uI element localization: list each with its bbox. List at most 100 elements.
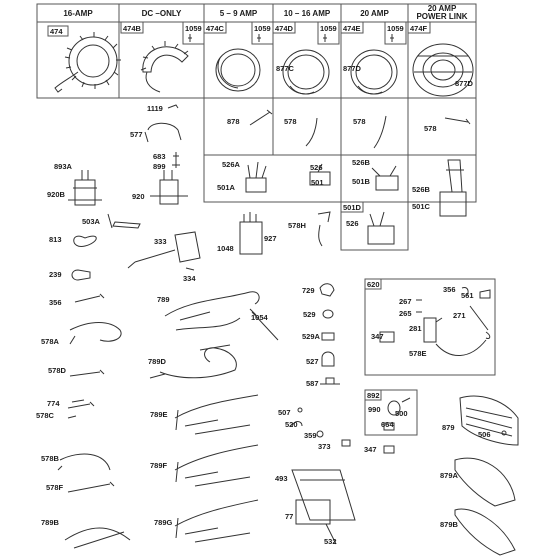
part-label-1059d: 1059	[387, 24, 404, 33]
part-label-529a: 529A	[302, 332, 320, 341]
regulator-501-art	[310, 172, 330, 185]
header-20-amp: 20 AMP	[360, 9, 389, 18]
part-label-474c: 474C	[206, 24, 224, 33]
part-label-877c: 877C	[276, 64, 294, 73]
part-label-789e: 789E	[150, 410, 168, 419]
switch-500-art	[402, 398, 410, 402]
regulator-501-wires	[318, 164, 322, 172]
shield-879b-art	[455, 509, 515, 555]
part-label-373: 373	[318, 442, 331, 451]
part-label-578e: 578E	[409, 349, 427, 358]
part-label-892: 892	[367, 391, 380, 400]
part-561-art	[480, 290, 490, 298]
part-label-1119: 1119	[147, 104, 163, 113]
stator-474e-art	[351, 50, 397, 94]
label-box-474f	[408, 22, 430, 33]
harness-789e-art	[175, 395, 258, 434]
header-5-9-amp: 5 – 9 AMP	[219, 9, 258, 18]
part-label-789f: 789F	[150, 461, 168, 470]
lead-578c-left-art	[68, 402, 94, 418]
part-label-532: 532	[324, 537, 337, 546]
part-label-587: 587	[306, 379, 319, 388]
part-label-789b: 789B	[41, 518, 59, 527]
part-label-893a: 893A	[54, 162, 72, 171]
part-label-1059a: 1059	[185, 24, 202, 33]
regulator-501b-art	[376, 176, 398, 190]
part-label-265: 265	[399, 309, 412, 318]
lead-578a-art	[306, 118, 317, 146]
lead-578b-art	[58, 454, 110, 470]
part-label-347-b: 347	[364, 445, 377, 454]
rectifier-333-art	[128, 232, 200, 268]
part-label-526-b: 526	[346, 219, 359, 228]
part-label-578f: 578F	[46, 483, 64, 492]
part-label-520: 520	[285, 420, 298, 429]
part-label-347-a: 347	[371, 332, 384, 341]
shield-879-art	[460, 396, 518, 445]
lead-578b-art	[374, 116, 386, 148]
part-label-356-b: 356	[443, 285, 456, 294]
lead-356-art	[75, 294, 104, 302]
harness-789g-art	[175, 500, 258, 542]
label-box-474	[48, 26, 68, 36]
lead-578h-art	[318, 212, 330, 246]
part-label-526b-a: 526B	[352, 158, 370, 167]
part-267-265-art	[416, 300, 422, 312]
header-20-amp-power-link-line2: POWER LINK	[416, 12, 468, 21]
part-label-774: 774	[47, 399, 60, 408]
part-label-474e: 474E	[343, 24, 361, 33]
part-label-281: 281	[409, 324, 422, 333]
part-label-506: 506	[478, 430, 491, 439]
part-label-77: 77	[285, 512, 294, 521]
bracket-493-art	[292, 470, 355, 520]
header-10-16-amp: 10 – 16 AMP	[283, 9, 331, 18]
part-label-526a: 526A	[222, 160, 240, 169]
part-label-474: 474	[50, 27, 63, 36]
part-label-356-a: 356	[49, 298, 62, 307]
solenoid-920-art	[150, 170, 188, 204]
part-label-501: 501	[311, 178, 324, 187]
nut-506-art	[502, 431, 506, 435]
header-16-amp: 16-AMP	[63, 9, 93, 18]
grommet-529-art	[323, 310, 333, 318]
regulator-501d-frame	[341, 202, 408, 250]
part-label-501b: 501B	[352, 177, 370, 186]
part-label-920b: 920B	[47, 190, 65, 199]
part-label-474f: 474F	[410, 24, 428, 33]
part-578e-art	[436, 340, 486, 356]
clamp-527-art	[322, 352, 334, 366]
part-label-474d: 474D	[275, 24, 293, 33]
terminal-373-art	[342, 440, 350, 446]
part-label-789: 789	[157, 295, 170, 304]
rectifier-1048-wires	[244, 212, 256, 222]
regulator-501d-wires	[370, 212, 384, 226]
part-label-879a: 879A	[440, 471, 458, 480]
part-label-1059b: 1059	[254, 24, 271, 33]
part-label-1054: 1054	[251, 313, 268, 322]
part-label-474b: 474B	[123, 24, 141, 33]
regulator-501a-art	[246, 178, 266, 192]
switch-990-art	[388, 401, 400, 415]
part-label-789d: 789D	[148, 357, 166, 366]
part-label-501c: 501C	[412, 202, 430, 211]
part-label-501d: 501D	[343, 203, 361, 212]
clip-729-art	[320, 284, 334, 296]
part-label-359: 359	[304, 431, 317, 440]
part-label-239: 239	[49, 270, 62, 279]
part-label-990: 990	[368, 405, 381, 414]
part-label-899: 899	[153, 162, 166, 171]
part-label-578d: 578D	[48, 366, 66, 375]
part-label-500: 500	[395, 409, 408, 418]
part-label-1048: 1048	[217, 244, 234, 253]
screw-1059-art	[188, 34, 394, 42]
part-label-578-b: 578	[353, 117, 366, 126]
fastener-520-art	[292, 422, 302, 427]
part-label-620: 620	[367, 280, 380, 289]
label-box-474c	[204, 22, 226, 33]
lead-774-art	[72, 400, 84, 402]
part-label-578h: 578H	[288, 221, 306, 230]
part-label-503a: 503A	[82, 217, 100, 226]
part-label-879b: 879B	[440, 520, 458, 529]
